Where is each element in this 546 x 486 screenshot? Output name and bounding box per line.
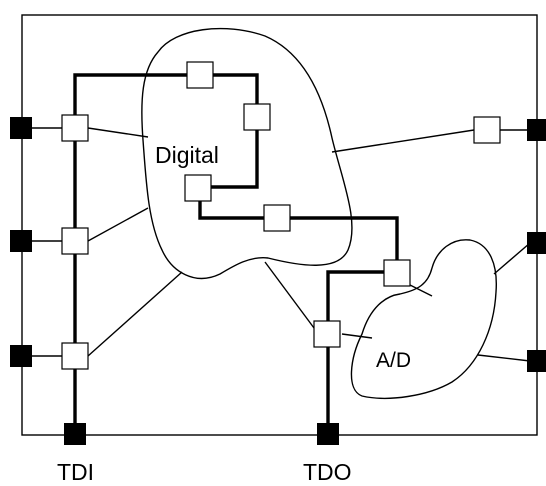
- boundary-cell: [243, 103, 271, 131]
- interconnect-lines: [30, 127, 531, 362]
- boundary-cell: [184, 174, 212, 202]
- analog-region: [350, 239, 497, 399]
- cell-to-digital-3: [87, 271, 183, 357]
- scan-chain: [73, 73, 399, 434]
- boundary-cell: [383, 259, 411, 287]
- cell-to-digital-2: [87, 207, 149, 242]
- boundary-cell: [61, 114, 89, 142]
- tdo-pin: [317, 423, 339, 445]
- boundary-cell: [473, 116, 501, 144]
- digital-region: [141, 27, 353, 280]
- pin-left-2: [10, 230, 32, 252]
- pin-right-3: [527, 350, 546, 372]
- boundary-cell: [263, 204, 291, 232]
- chip-outline: [21, 14, 538, 436]
- analog-to-right-pin-2: [493, 242, 531, 275]
- digital-to-right-cell: [331, 129, 475, 153]
- boundary-cell: [61, 227, 89, 255]
- analog-label: A/D: [376, 349, 411, 372]
- pin-right-1: [527, 119, 546, 141]
- boundary-cell: [186, 61, 214, 89]
- boundary-cells: [61, 61, 501, 370]
- tdo-label: TDO: [303, 459, 352, 485]
- io-pins: [10, 117, 546, 445]
- digital-label: Digital: [155, 142, 219, 168]
- cell-to-digital-1: [87, 127, 149, 138]
- tdi-label: TDI: [57, 459, 94, 485]
- digital-to-lower-cell: [264, 261, 315, 329]
- boundary-cell: [61, 342, 89, 370]
- tdi-pin: [64, 423, 86, 445]
- right-cell-to-analog: [409, 284, 433, 297]
- lower-cell-to-analog: [341, 333, 373, 339]
- boundary-cell: [313, 320, 341, 348]
- analog-to-right-pin-3: [477, 354, 531, 362]
- pin-left-1: [10, 117, 32, 139]
- pin-right-2: [527, 232, 546, 254]
- pin-left-3: [10, 345, 32, 367]
